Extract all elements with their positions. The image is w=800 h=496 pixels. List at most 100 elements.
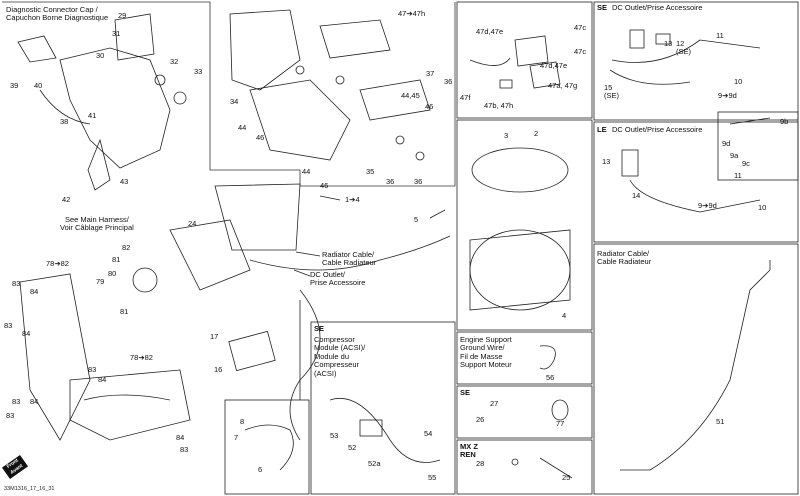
callout-dc-outlet: DC Outlet/ Prise Accessoire	[310, 270, 366, 288]
part-number: 26	[476, 415, 485, 424]
part-number: 2	[534, 129, 539, 138]
part-number: 12 (SE)	[676, 39, 691, 57]
part-number: 84	[30, 287, 39, 296]
diagram-code: 33M1316_17_16_31	[4, 486, 55, 492]
part-number: 9b	[780, 117, 789, 126]
part-number: 34	[230, 97, 239, 106]
part-number: 83	[6, 411, 15, 420]
part-number: 47d,47e	[540, 61, 568, 70]
part-number: 9a	[730, 151, 739, 160]
frame-se-dc-outlet	[593, 1, 799, 121]
part-number: 3	[504, 131, 509, 140]
part-number: 7	[234, 433, 239, 442]
part-number: 36	[444, 77, 453, 86]
frame-compressor	[310, 321, 456, 495]
part-number: 52	[348, 443, 357, 452]
part-number: 11	[734, 171, 742, 180]
callout-range-47: 47➔47h	[398, 9, 426, 18]
part-number: 13	[602, 157, 611, 166]
part-number: 53	[330, 431, 339, 440]
panel-compressor-title: Compressor Module (ACSI)/ Module du Comp…	[314, 335, 366, 378]
frame-gauge	[456, 119, 593, 331]
part-number: 30	[96, 51, 105, 60]
part-number: 24	[188, 219, 197, 228]
part-number: 80	[108, 269, 117, 278]
part-number: 83	[12, 397, 21, 406]
part-number: 28	[476, 459, 485, 468]
part-number: 35	[366, 167, 375, 176]
part-number: 47f	[460, 93, 471, 102]
part-number: 44	[238, 123, 247, 132]
part-number: 9➔9d	[718, 91, 737, 100]
part-number: 81	[120, 307, 129, 316]
part-number: 83	[180, 445, 189, 454]
part-number: 36	[386, 177, 395, 186]
part-number: 46	[256, 133, 265, 142]
panel-le-tag: LE	[597, 125, 607, 134]
part-number: 84	[176, 433, 185, 442]
frame-radiator-cable	[593, 243, 799, 495]
part-number: 37	[426, 69, 435, 78]
part-number: 41	[88, 111, 97, 120]
panel-radiator-cable-title: Radiator Cable/ Cable Radiateur	[597, 249, 652, 267]
panel-ground-wire-title: Engine Support Ground Wire/ Fil de Masse…	[460, 335, 512, 370]
part-number: 84	[30, 397, 39, 406]
part-number: 31	[112, 29, 121, 38]
part-number: 84	[22, 329, 31, 338]
part-number: 39	[10, 81, 19, 90]
panel-dc-outlet-se-title: DC Outlet/Prise Accessoire	[612, 3, 703, 12]
part-number: 8	[240, 417, 245, 426]
frame-steering-area	[2, 1, 456, 187]
panel-compressor-tag: SE	[314, 324, 325, 333]
part-number: 47c	[574, 47, 587, 56]
part-number: 44	[302, 167, 311, 176]
part-number: 81	[112, 255, 121, 264]
part-number: 32	[170, 57, 179, 66]
part-number: 5	[414, 215, 419, 224]
part-number: 84	[98, 375, 107, 384]
frame-se-small	[456, 385, 593, 439]
part-number: 83	[12, 279, 21, 288]
part-number: 25	[562, 473, 571, 482]
part-number: 83	[88, 365, 97, 374]
part-number: 14	[632, 191, 641, 200]
part-number: 15 (SE)	[604, 83, 619, 101]
frame-9-detail	[717, 111, 799, 181]
part-number: 9➔9d	[698, 201, 717, 210]
part-number: 4	[562, 311, 567, 320]
panel-dc-outlet-le-title: DC Outlet/Prise Accessoire	[612, 125, 703, 134]
part-number: 6	[258, 465, 263, 474]
part-number: 29	[118, 11, 127, 20]
part-number: 43	[120, 177, 129, 186]
part-number: 11	[716, 31, 724, 40]
part-number: 10	[758, 203, 767, 212]
part-number: 42	[62, 195, 71, 204]
part-number: 38	[60, 117, 69, 126]
part-number: 54	[424, 429, 433, 438]
part-number: 40	[34, 81, 43, 90]
part-number: 55	[428, 473, 437, 482]
part-number: 27	[490, 399, 499, 408]
frame-ground-wire	[456, 331, 593, 385]
part-number: 52a	[368, 459, 381, 468]
part-number: 47d,47e	[476, 27, 504, 36]
part-number: 82	[122, 243, 131, 252]
panel-mxz-ren-tag: MX Z REN	[460, 442, 478, 460]
part-number: 9c	[742, 159, 750, 168]
part-number: 16	[214, 365, 223, 374]
part-number: 56	[546, 373, 555, 382]
part-number: 10	[734, 77, 743, 86]
part-number: 79	[96, 277, 105, 286]
callout-range-1-4: 1➔4	[345, 195, 360, 204]
part-number: 47b, 47h	[484, 101, 514, 110]
part-number: 33	[194, 67, 203, 76]
frame-47-detail	[456, 1, 593, 119]
callout-range-78-82-b: 78➔82	[130, 353, 153, 362]
part-number: 44,45	[401, 91, 420, 100]
part-number: 46	[320, 181, 329, 190]
part-number: 9d	[722, 139, 731, 148]
callout-see-main-harness: See Main Harness/ Voir Câblage Principal	[60, 215, 134, 233]
panel-diag-cap-title: Diagnostic Connector Cap / Capuchon Born…	[6, 5, 109, 23]
